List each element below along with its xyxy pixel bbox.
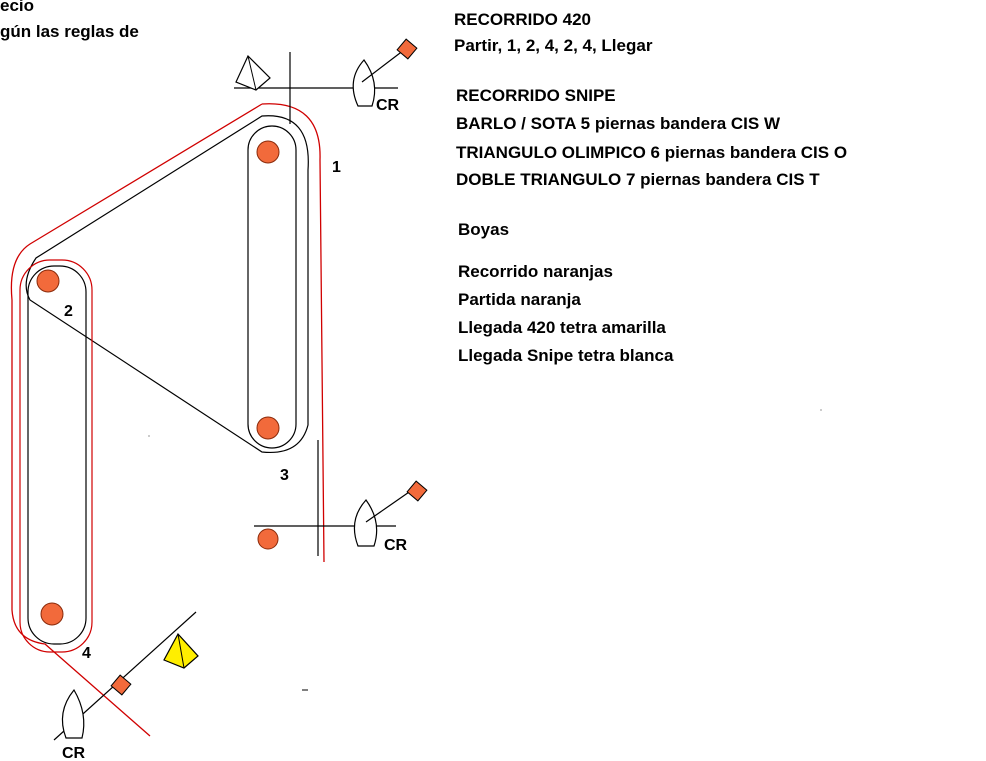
committee-bottom-label: CR <box>62 745 86 761</box>
mark-1-label: 1 <box>332 159 341 176</box>
boyas-item-llegada-snipe: Llegada Snipe tetra blanca <box>458 346 674 365</box>
snipe-loop-2-4 <box>19 259 93 653</box>
mark-2-buoy <box>36 269 60 293</box>
committee-top-label: CR <box>376 97 400 114</box>
snipe-option-triangulo-olimpico: TRIANGULO OLIMPICO 6 piernas bandera CIS… <box>456 143 848 162</box>
intro-text-line1: ecio <box>0 0 35 15</box>
committee-boat-top-icon <box>352 38 418 107</box>
committee-boat-mid-icon <box>353 480 428 547</box>
boyas-item-recorrido: Recorrido naranjas <box>458 262 613 281</box>
course-420-loop-2-4 <box>27 265 87 645</box>
committee-mid-label: CR <box>384 537 408 554</box>
mark-3-buoy <box>256 416 280 440</box>
mark-4-label: 4 <box>82 645 91 662</box>
recorrido-420-title: RECORRIDO 420 <box>454 10 591 29</box>
snipe-course-path <box>10 103 325 737</box>
start-buoy <box>257 528 279 550</box>
recorrido-420-sequence: Partir, 1, 2, 4, 2, 4, Llegar <box>454 36 653 55</box>
boyas-title: Boyas <box>458 220 510 239</box>
committee-boat-bottom-icon <box>61 674 132 739</box>
boyas-item-partida: Partida naranja <box>458 290 581 309</box>
snipe-option-doble-triangulo: DOBLE TRIANGULO 7 piernas bandera CIS T <box>456 170 820 189</box>
mark-4-buoy <box>40 602 64 626</box>
mark-3-label: 3 <box>280 467 289 484</box>
finish-tetra-snipe-icon <box>235 54 271 91</box>
snipe-option-barlo-sota: BARLO / SOTA 5 piernas bandera CIS W <box>456 114 780 133</box>
recorrido-snipe-title: RECORRIDO SNIPE <box>456 86 616 105</box>
intro-text-line2: gún las reglas de <box>0 22 139 41</box>
course-420-loop-1-3 <box>247 125 297 449</box>
boyas-item-llegada-420: Llegada 420 tetra amarilla <box>458 318 666 337</box>
finish-tetra-420-icon <box>163 632 199 669</box>
mark-2-label: 2 <box>64 303 73 320</box>
mark-1-buoy <box>256 140 280 164</box>
course-420-triangle <box>25 115 309 454</box>
